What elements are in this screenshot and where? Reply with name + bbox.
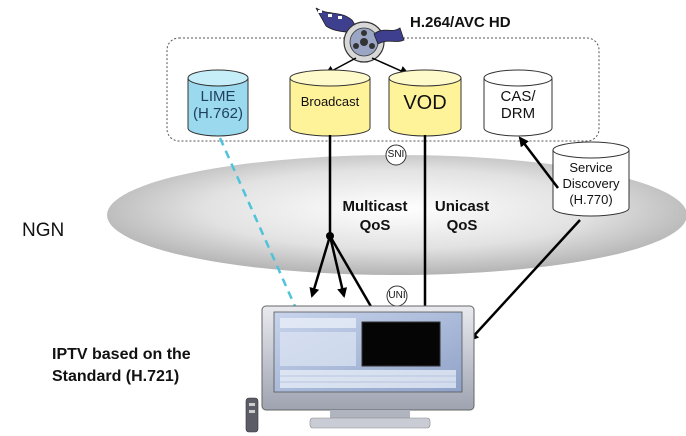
service-discovery-server (552, 141, 630, 217)
multicast-label: Multicast QoS (342, 198, 408, 234)
uni-label: UNI (388, 290, 406, 301)
sni-marker (385, 144, 407, 166)
codec-label: H.264/AVC HD (410, 14, 511, 31)
film-reel-icon (315, 7, 405, 63)
vod-label: VOD (403, 92, 447, 114)
broadcast-server (289, 69, 371, 137)
iptv-television (261, 305, 475, 429)
ngn-label: NGN (22, 220, 65, 241)
discovery-to-tv-arrow (468, 219, 581, 342)
remote-control-icon (245, 397, 259, 433)
vod-server (388, 69, 462, 137)
service-discovery-label: Service Discovery (H.770) (562, 160, 620, 207)
cas-drm-server (483, 69, 553, 137)
cas-drm-label: CAS/ DRM (500, 88, 536, 122)
lime-label: LIME (H.762) (192, 88, 244, 122)
lime-server (187, 69, 249, 137)
broadcast-label: Broadcast (300, 94, 360, 109)
unicast-label: Unicast QoS (434, 198, 490, 234)
discovery-to-cas-arrow (518, 136, 559, 189)
sni-label: SNI (387, 149, 405, 160)
terminal-label: IPTV based on the Standard (H.721) (52, 346, 191, 385)
lime-link (218, 137, 304, 323)
ngn-cloud (107, 155, 686, 275)
